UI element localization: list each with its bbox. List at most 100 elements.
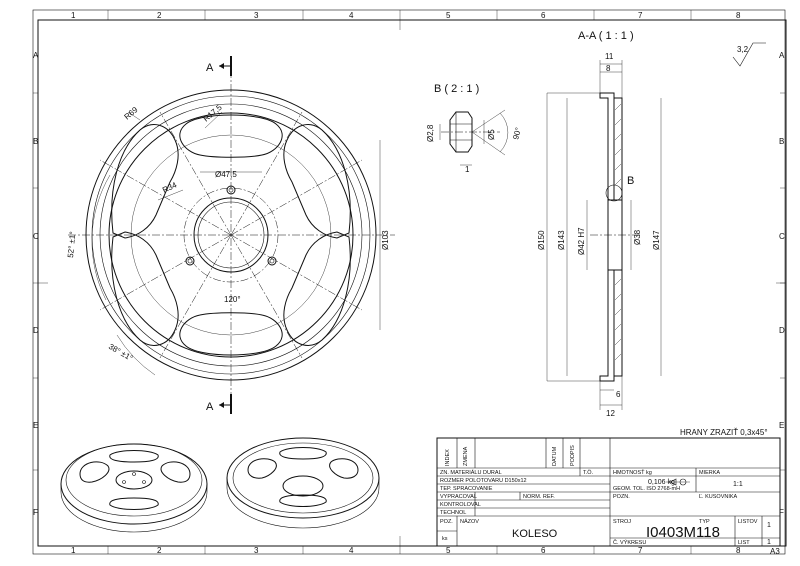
tb-ks: ks (442, 536, 448, 542)
spoke-window (111, 114, 351, 356)
tb-geom: GEOM. TOL. ISO 2768-mH (613, 486, 680, 492)
row-label-a-right: A (779, 51, 785, 60)
col-label-8-top: 8 (736, 11, 741, 20)
tb-datum: DATUM (552, 446, 558, 466)
dim-d103: Ø103 (381, 230, 390, 250)
section-marker-bottom: A (206, 401, 214, 413)
dim-a90: 90° (511, 126, 523, 140)
col-label-1-top: 1 (71, 11, 76, 20)
tb-number: I0403M118 (646, 524, 720, 541)
tb-zmena: ZMENA (463, 446, 469, 466)
tb-list-label: LIST (738, 540, 750, 546)
tb-hmotnost: 0,106 kg (648, 479, 675, 486)
tb-rozmer: ROZMER POLOTOVARU D150x12 (440, 478, 527, 484)
dim-w6: 6 (616, 390, 621, 399)
dim-d147: Ø147 (652, 230, 661, 250)
col-label-4-bottom: 4 (349, 546, 354, 555)
row-label-f-right: F (779, 508, 784, 517)
tb-name: KOLESO (512, 528, 558, 540)
row-label-e-right: E (779, 421, 784, 430)
tb-td: T.Ö. (583, 469, 594, 476)
tb-list: 1 (767, 539, 771, 546)
section-aa-title: A-A ( 1 : 1 ) (578, 30, 634, 42)
grid-ticks (33, 10, 786, 554)
dim-d5: Ø5 (487, 129, 496, 140)
tb-mierka: 1:1 (733, 481, 743, 488)
row-label-e-left: E (33, 421, 38, 430)
col-label-2-top: 2 (157, 11, 162, 20)
col-label-2-bottom: 2 (157, 546, 162, 555)
tb-tep: TEP. SPRACOVANIE (440, 486, 493, 492)
outer-frame (32, 9, 786, 555)
col-label-5-bottom: 5 (446, 546, 451, 555)
dim-w8: 8 (606, 64, 611, 73)
col-label-6-bottom: 6 (541, 546, 546, 555)
iso-view-left (60, 443, 208, 533)
dim-detail-one: 1 (465, 165, 470, 174)
tb-typ: TYP (699, 519, 710, 525)
dim-r69: R69 (123, 105, 140, 122)
mount-hole (185, 256, 195, 266)
mount-hole (267, 256, 277, 266)
tb-index: INDEX (445, 449, 451, 466)
dim-d42: Ø42 H7 (577, 227, 586, 255)
col-label-1-bottom: 1 (71, 546, 76, 555)
col-label-3-top: 3 (254, 11, 259, 20)
edge-note: HRANY ZRAZIŤ 0,3x45° (680, 428, 768, 437)
dim-d47: Ø47,5 (215, 170, 237, 179)
row-label-b-left: B (33, 137, 38, 146)
row-label-c-left: C (33, 232, 39, 241)
tb-stroj: STROJ (613, 519, 631, 525)
tb-mierka-label: MIERKA (699, 470, 720, 476)
col-label-8-bottom: 8 (736, 546, 741, 555)
dim-d28: Ø2,8 (426, 124, 435, 142)
section-detail-marker: B (627, 175, 634, 187)
dim-w11: 11 (605, 52, 614, 61)
dim-w12: 12 (606, 409, 615, 418)
front-view (68, 56, 395, 414)
tb-listov-label: LISTOV (738, 519, 758, 525)
row-label-f-left: F (33, 508, 38, 517)
dim-d150: Ø150 (537, 230, 546, 250)
row-label-d-right: D (779, 326, 785, 335)
tb-poz: POZ. (440, 519, 453, 525)
dim-d38: Ø38 (633, 229, 642, 245)
tb-norm: NORM. REF. (523, 494, 555, 500)
tb-vykresu: Č. VÝKRESU (613, 539, 646, 546)
roughness-value: 3,2 (737, 45, 749, 54)
section-aa-view (546, 60, 662, 410)
tb-technol: TECHNOL (440, 510, 466, 516)
dim-angle38: 38° ±1° (107, 342, 134, 363)
tb-format: A3 (770, 547, 780, 556)
section-marker-top: A (206, 62, 214, 74)
tb-vypracoval: VYPRACOVAL (440, 494, 477, 500)
col-label-4-top: 4 (349, 11, 354, 20)
tb-author: Ľ. KUSOVNIKA (699, 494, 738, 500)
col-label-5-top: 5 (446, 11, 451, 20)
dim-d143: Ø143 (557, 230, 566, 250)
roughness-symbol (732, 42, 766, 67)
col-label-7-bottom: 7 (638, 546, 643, 555)
inner-frame (37, 19, 787, 547)
tb-nazov: NÁZOV (460, 518, 479, 525)
col-label-7-top: 7 (638, 11, 643, 20)
row-label-a-left: A (33, 51, 39, 60)
tb-hmotnost-label: HMOTNOSŤ kg (613, 468, 652, 476)
row-label-c-right: C (779, 232, 785, 241)
tb-podpis: PODPIS (570, 445, 576, 466)
mount-hole (226, 185, 236, 195)
title-block (436, 437, 781, 547)
row-label-d-left: D (33, 326, 39, 335)
dim-angle52: 52° ±1° (66, 231, 77, 258)
projection-symbol (666, 478, 690, 486)
tb-kontroloval: KONTROLOVAL (440, 502, 481, 508)
tb-pozn: POZN. (613, 494, 630, 500)
tb-listov: 1 (767, 522, 771, 529)
tb-material: ZN. MATERIÁLU DURAL (440, 469, 502, 476)
col-label-6-top: 6 (541, 11, 546, 20)
detail-b-view (439, 109, 509, 166)
col-label-3-bottom: 3 (254, 546, 259, 555)
row-label-b-right: B (779, 137, 784, 146)
detail-b-title: B ( 2 : 1 ) (434, 83, 479, 95)
